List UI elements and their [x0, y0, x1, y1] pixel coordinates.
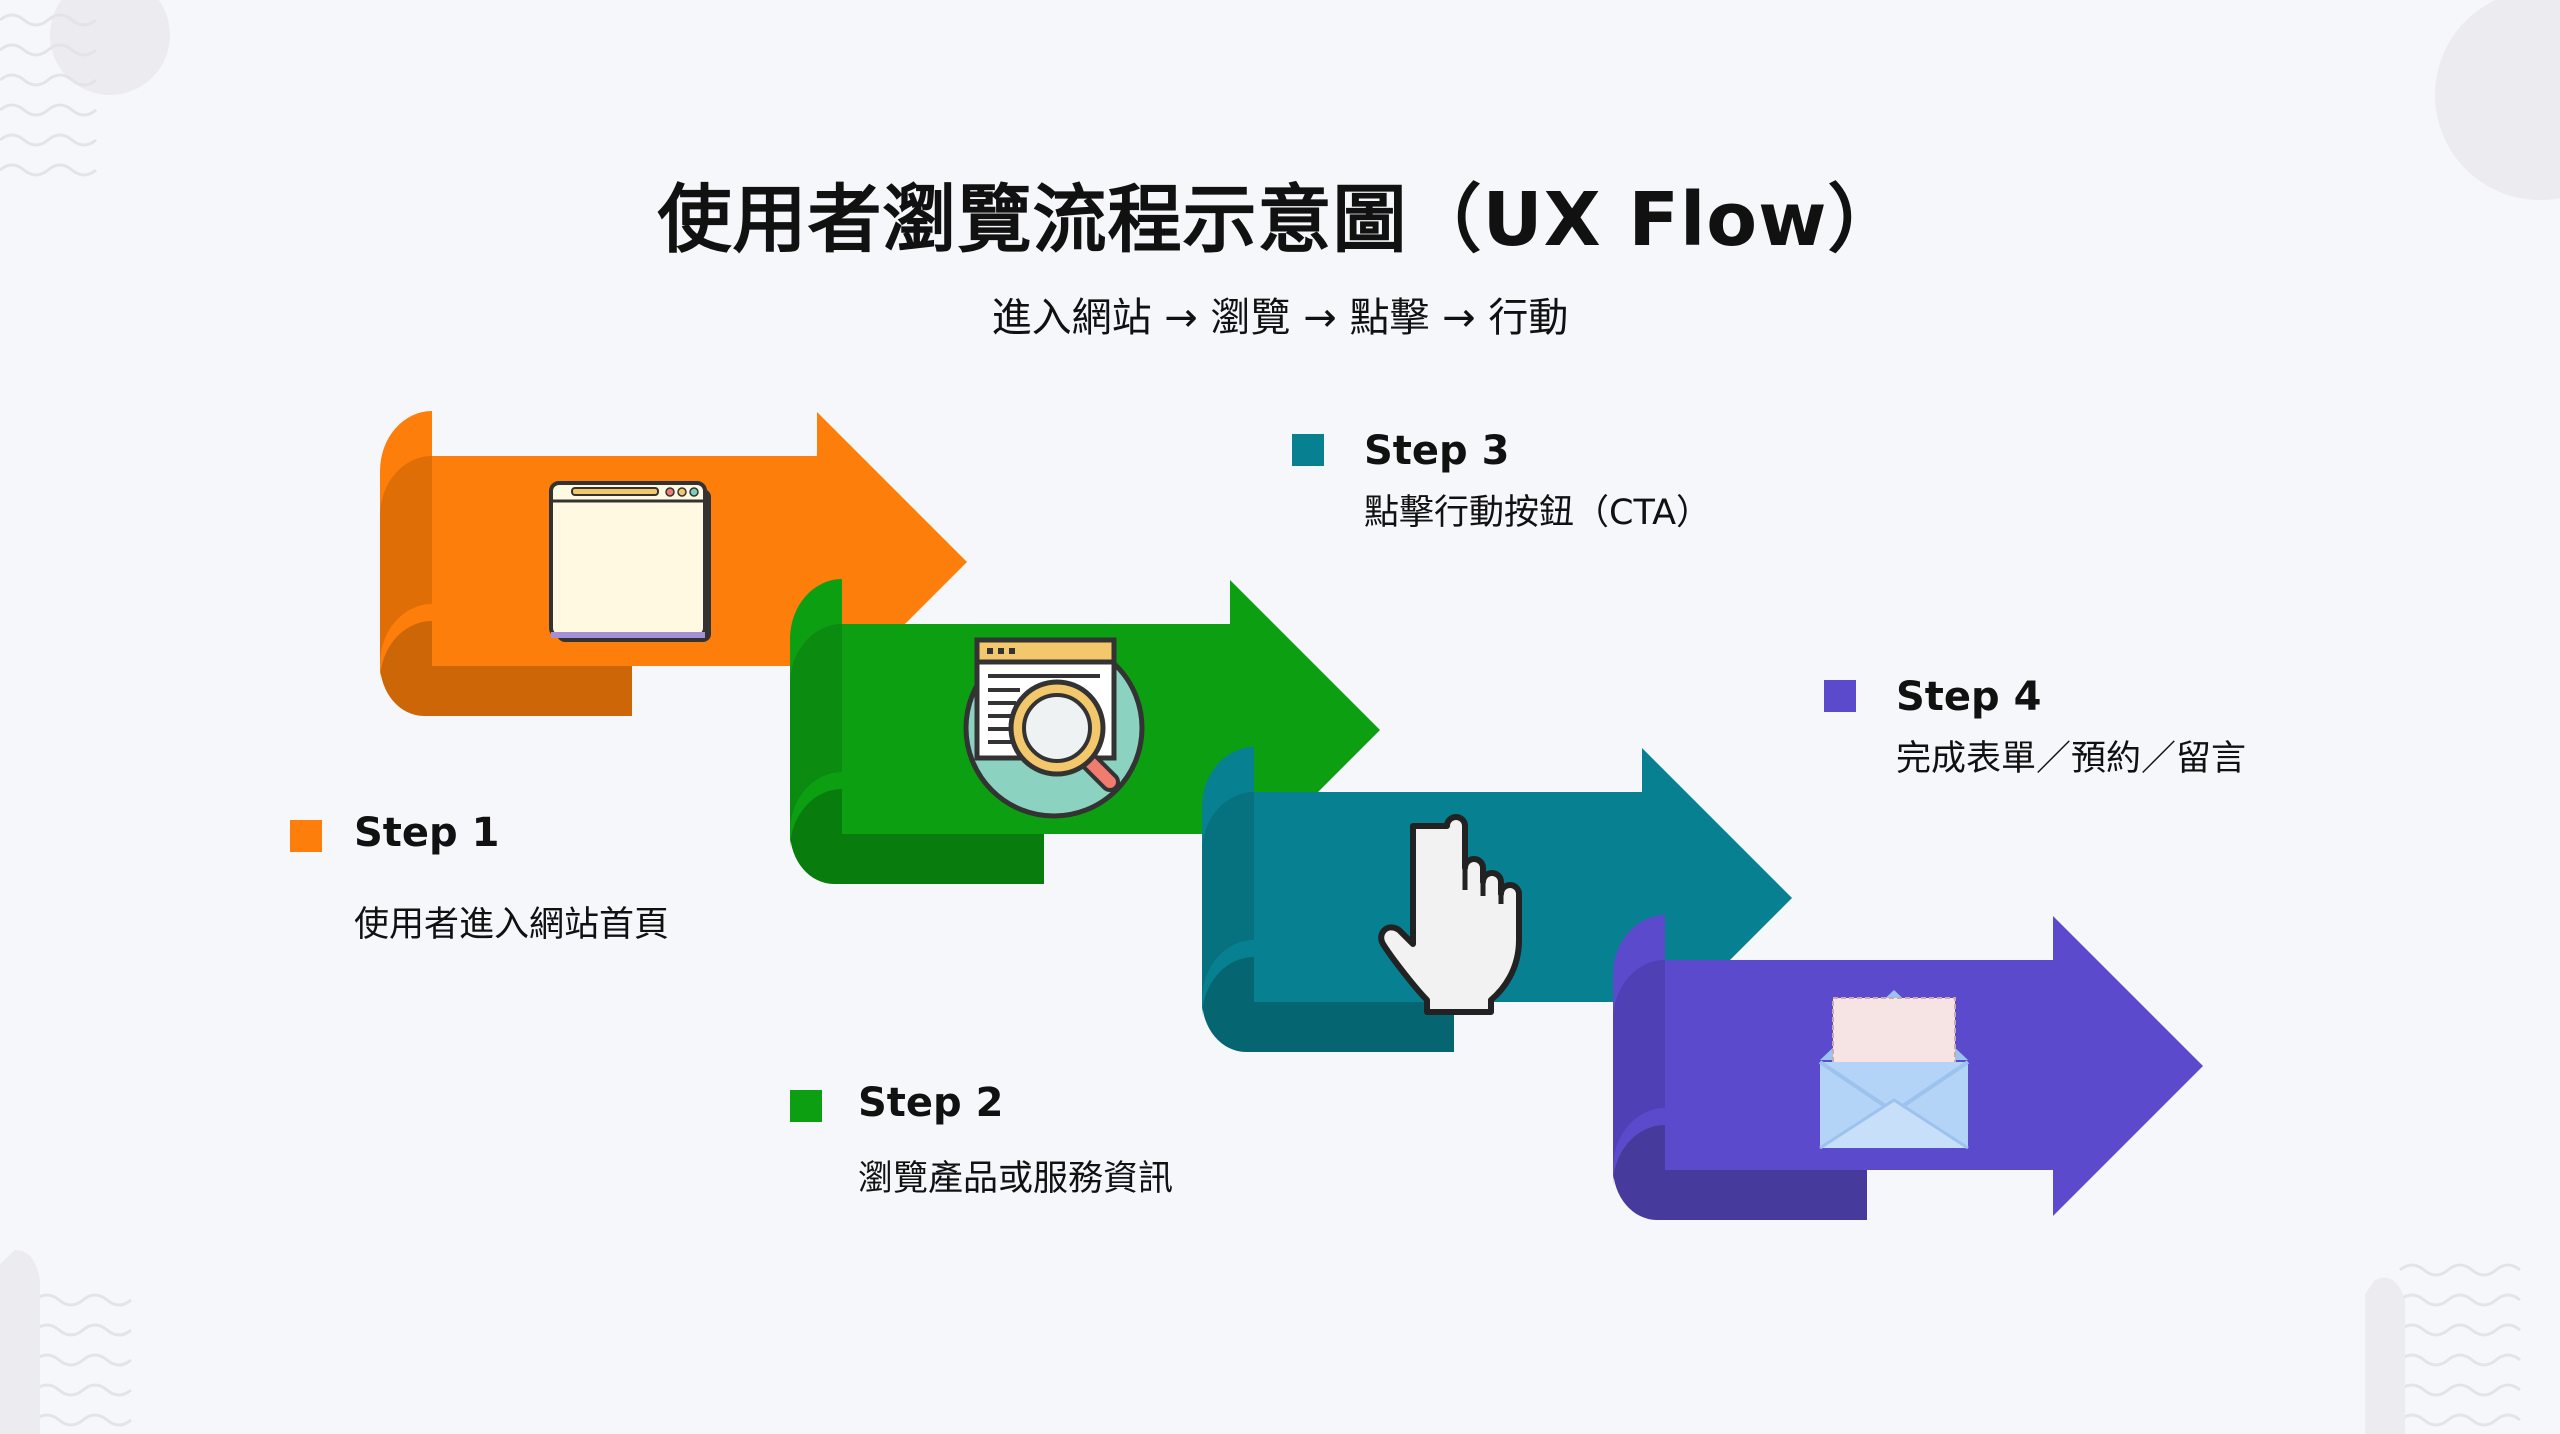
step-4-description: 完成表單／預約／留言: [1896, 739, 2247, 779]
step-3-description: 點擊行動按鈕（CTA）: [1364, 493, 1712, 533]
envelope-letter-icon: [1818, 990, 1970, 1150]
page-title: 使用者瀏覽流程示意圖（UX Flow）: [657, 177, 1903, 263]
step-3-title: Step 3: [1364, 428, 1510, 474]
step-2-color-square: [790, 1090, 822, 1122]
page-subtitle: 進入網站 → 瀏覽 → 點擊 → 行動: [991, 295, 1569, 341]
browser-window-icon: [549, 481, 711, 642]
step-2-description: 瀏覽產品或服務資訊: [858, 1159, 1174, 1199]
step-1-description: 使用者進入網站首頁: [354, 905, 670, 945]
step-4-color-square: [1824, 680, 1856, 712]
step-3-color-square: [1292, 434, 1324, 466]
pointer-hand-icon: [1378, 814, 1522, 1015]
magnifier-webpage-icon: [963, 637, 1145, 819]
step-1-title: Step 1: [354, 810, 500, 856]
step-2-title: Step 2: [858, 1080, 1004, 1126]
step-1-color-square: [290, 820, 322, 852]
step-4-title: Step 4: [1896, 674, 2042, 720]
